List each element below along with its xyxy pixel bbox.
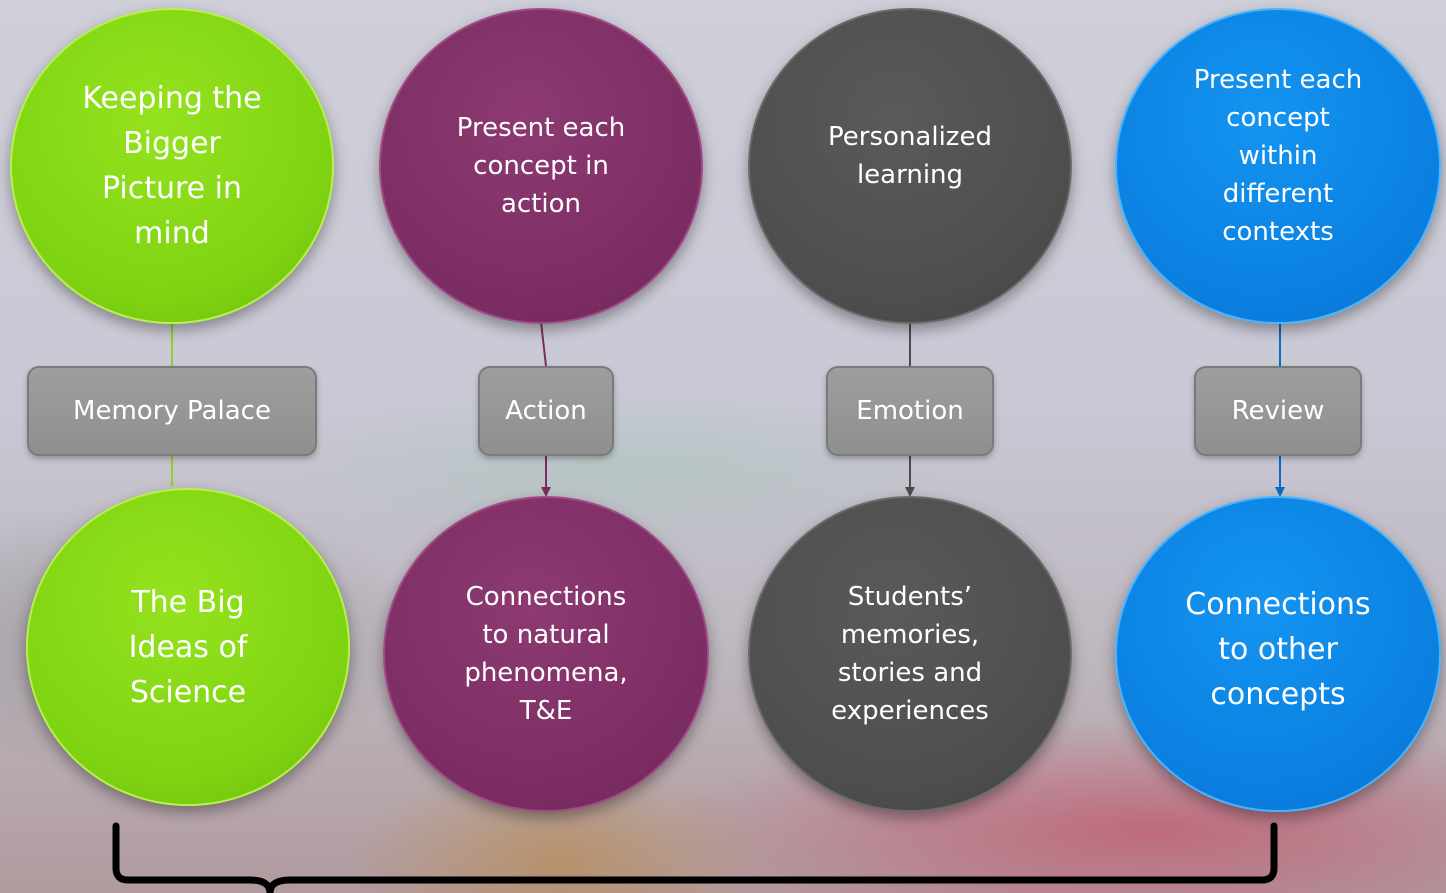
action-top-text: Present each concept in action — [456, 113, 626, 219]
emotion-label-box: Emotion — [826, 366, 994, 456]
action-connector-top — [540, 321, 547, 367]
action-bottom-circle: Connections to natural phenomena, T&E — [383, 496, 709, 812]
emotion-top-circle: Personalized learning — [748, 8, 1072, 324]
review-top-text: Present each concept within different co… — [1193, 65, 1363, 247]
memory-palace-label: Memory Palace — [73, 396, 271, 426]
emotion-bottom-text: Students’ memories, stories and experien… — [831, 582, 989, 726]
emotion-bottom-circle: Students’ memories, stories and experien… — [748, 496, 1072, 812]
review-label: Review — [1231, 396, 1325, 426]
memory-palace-top-circle: Keeping the Bigger Picture in mind — [10, 8, 334, 324]
emotion-top-text: Personalized learning — [828, 122, 992, 190]
action-top-circle: Present each concept in action — [379, 8, 703, 324]
emotion-label: Emotion — [856, 396, 964, 426]
review-top-circle: Present each concept within different co… — [1115, 8, 1441, 324]
review-bottom-circle: Connections to other concepts — [1115, 496, 1441, 812]
review-bottom-text: Connections to other concepts — [1185, 586, 1371, 712]
review-label-box: Review — [1194, 366, 1362, 456]
memory-palace-top-text: Keeping the Bigger Picture in mind — [82, 81, 262, 251]
memory-palace-label-box: Memory Palace — [27, 366, 317, 456]
action-label-box: Action — [478, 366, 614, 456]
memory-palace-bottom-text: The Big Ideas of Science — [128, 584, 248, 710]
memory-palace-bottom-circle: The Big Ideas of Science — [26, 488, 350, 806]
action-label: Action — [505, 396, 587, 426]
bottom-brace — [112, 822, 1278, 893]
action-bottom-text: Connections to natural phenomena, T&E — [464, 582, 628, 726]
